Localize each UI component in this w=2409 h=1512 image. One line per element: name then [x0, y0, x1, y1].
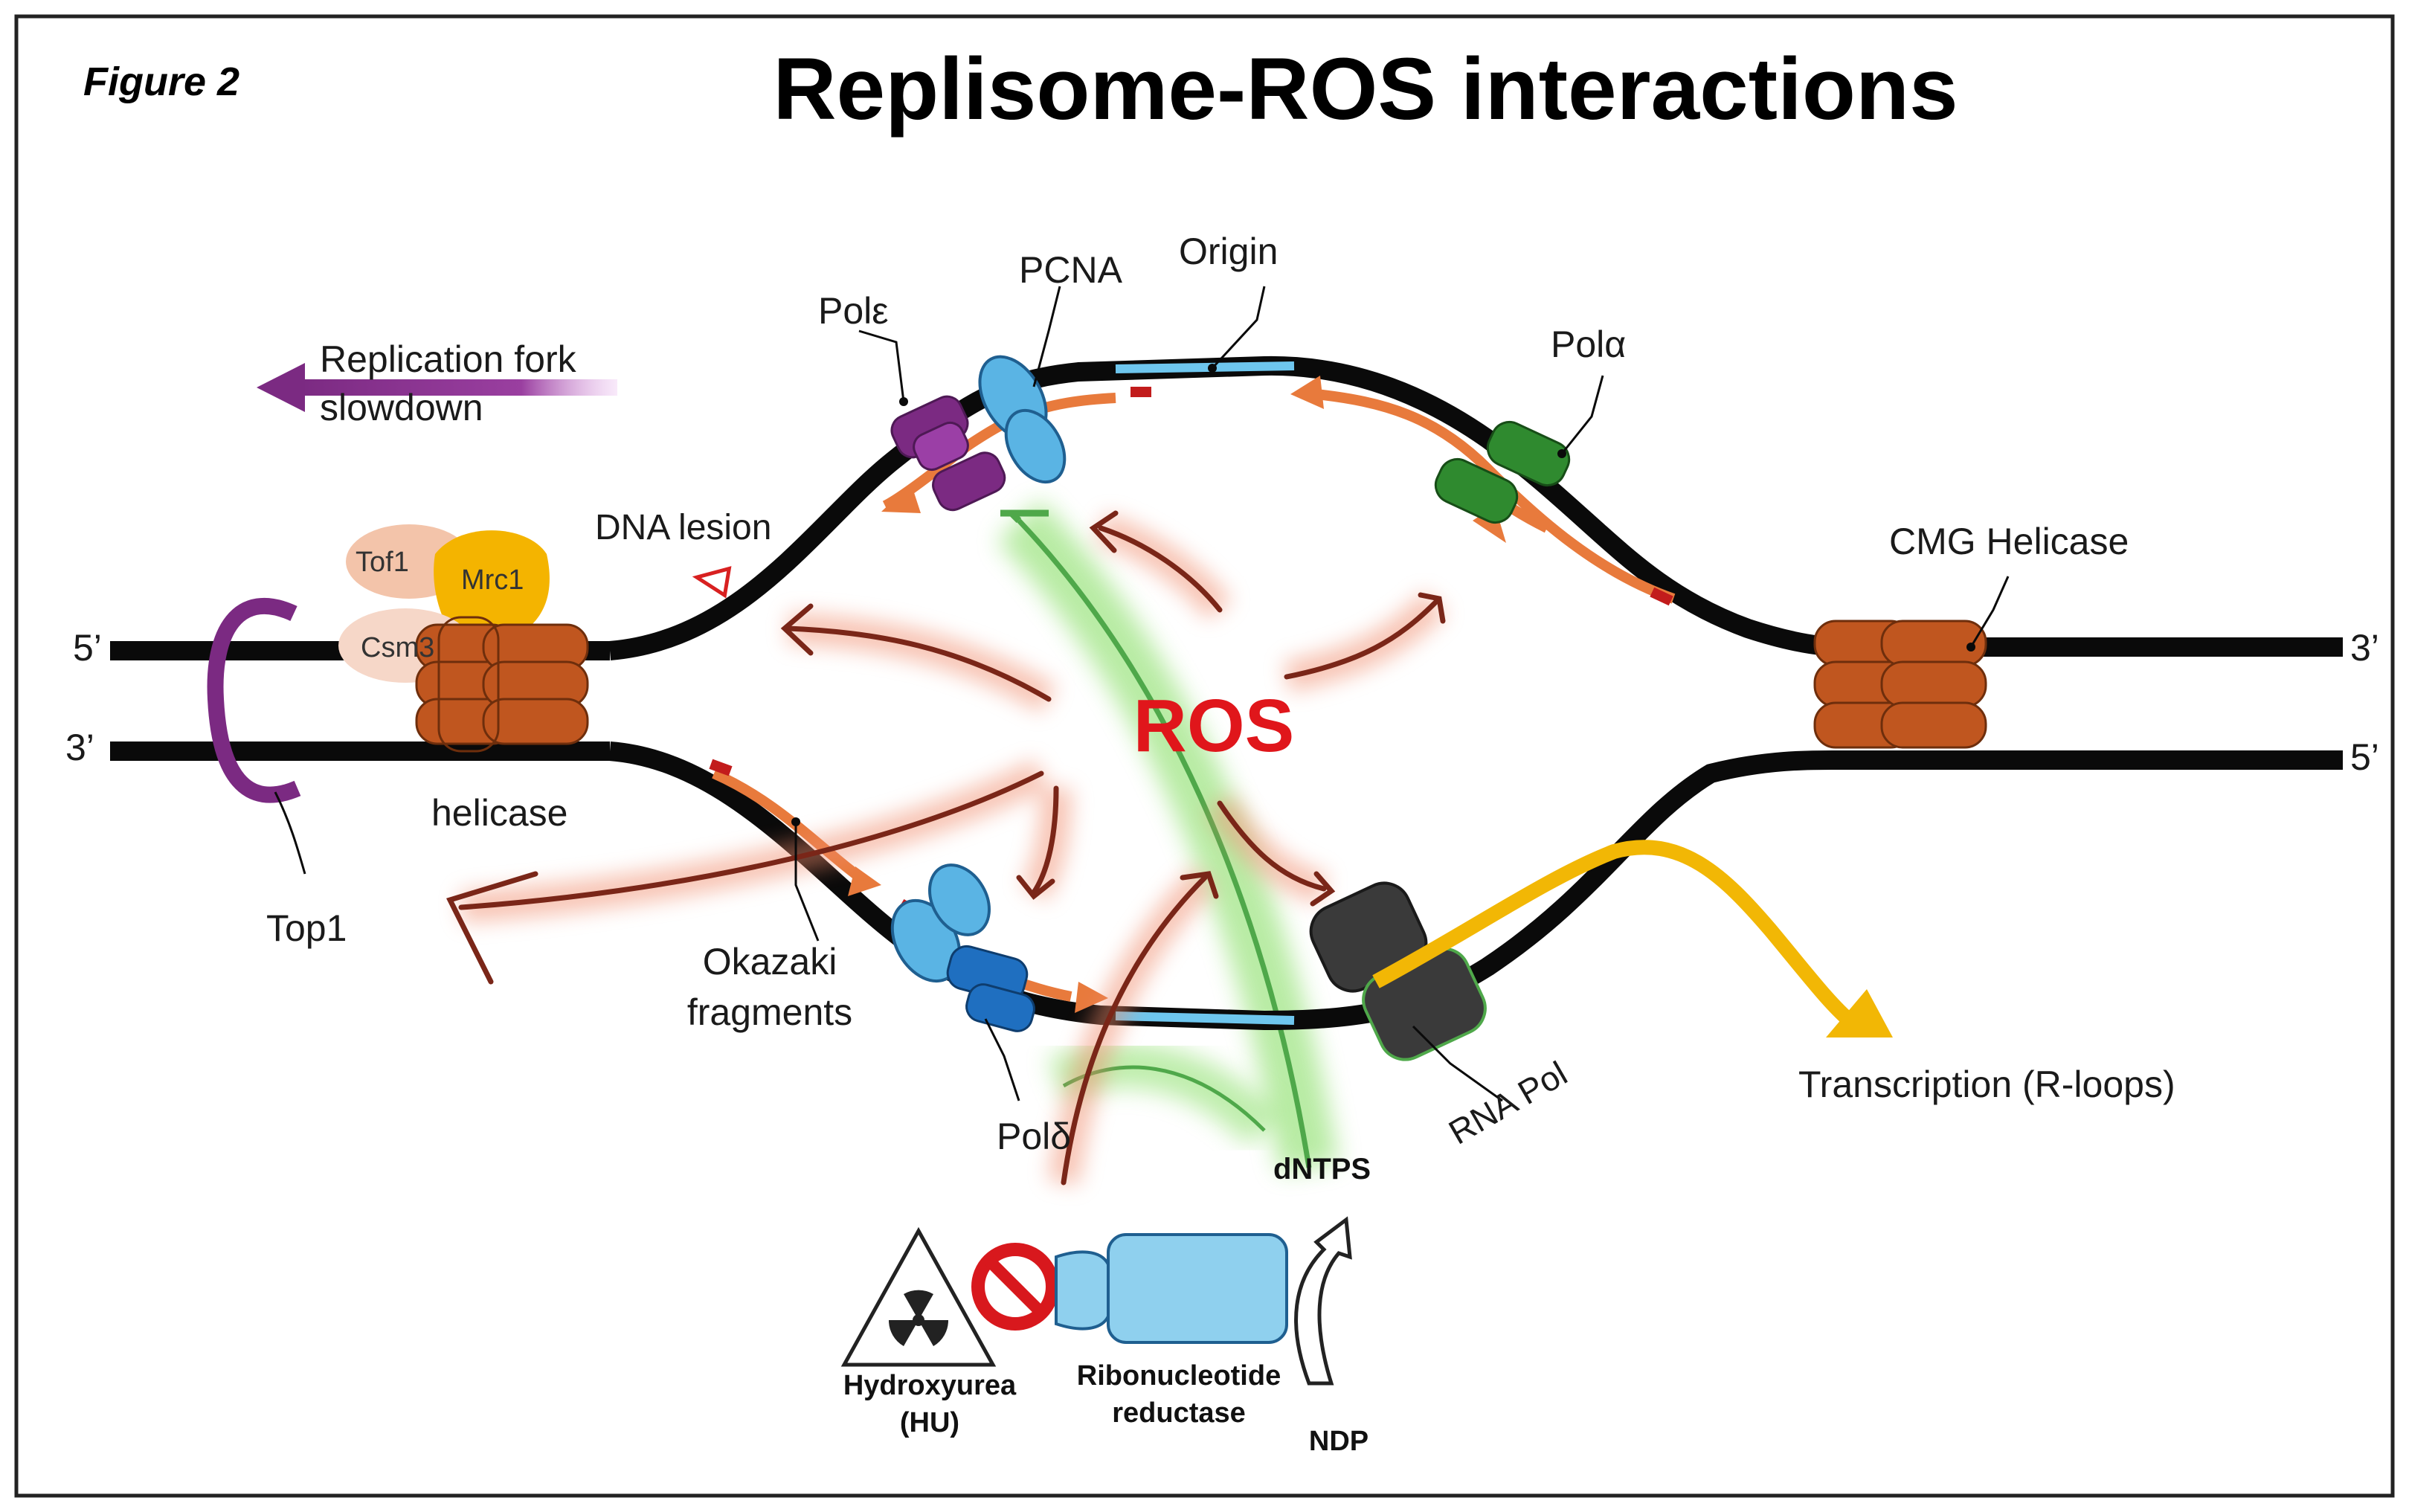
top1-label: Top1: [266, 907, 347, 949]
transcription-label: Transcription (R-loops): [1798, 1064, 2175, 1105]
slowdown-label-2: slowdown: [320, 387, 483, 428]
dot: [1557, 449, 1566, 458]
strand-end-right-top: 3’: [2350, 627, 2379, 669]
csm3-label: Csm3: [361, 632, 434, 663]
dot: [1208, 364, 1217, 373]
cmg-helicase-label: CMG Helicase: [1889, 521, 2129, 562]
pcna-label: PCNA: [1019, 249, 1123, 291]
origin-label: Origin: [1179, 231, 1278, 272]
figure-label: Figure 2: [83, 59, 239, 104]
slowdown-arrow: [257, 363, 617, 412]
slowdown-label-1: Replication fork: [320, 338, 577, 380]
mrc1-shape: [434, 530, 550, 625]
strand-end-left-bottom: 3’: [65, 727, 94, 768]
ndp-label: NDP: [1309, 1426, 1368, 1457]
mrc1-label: Mrc1: [461, 564, 524, 596]
dna-lesion-icon: [692, 566, 732, 599]
dntps-label: dNTPS: [1273, 1153, 1371, 1186]
okazaki-label-2: fragments: [687, 991, 852, 1033]
ros-arrows: [446, 510, 1447, 1186]
rnr-label-1: Ribonucleotide: [1077, 1360, 1281, 1392]
pol-alpha-label: Polα: [1551, 324, 1626, 365]
rnr-shape: [1107, 1233, 1288, 1344]
ndp-arrow-icon: [1294, 1216, 1352, 1386]
okazaki-label-1: Okazaki: [703, 941, 837, 982]
left-helicase-shape: [415, 616, 589, 753]
helicase-label: helicase: [431, 792, 567, 834]
dot: [791, 817, 800, 826]
labels: Replication fork slowdown DNA lesion Tof…: [65, 231, 2379, 1457]
pol-epsilon-label: Polε: [818, 290, 889, 332]
page-title: Replisome-ROS interactions: [773, 40, 1958, 138]
dot: [899, 397, 908, 406]
cmg-helicase-shape: [1813, 620, 1987, 749]
dot: [1966, 643, 1975, 652]
pol-epsilon-shape: [890, 395, 1006, 512]
top1-ring: [207, 597, 306, 875]
pol-delta-shape: [946, 945, 1035, 1032]
pol-alpha-shape: [1434, 420, 1571, 524]
leader-lines: [794, 286, 2010, 1102]
hu-label-1: Hydroxyurea: [843, 1370, 1017, 1401]
transcription-arrow: [1372, 840, 1893, 1038]
hu-rnr-panel: [840, 1216, 1352, 1386]
hu-label-2: (HU): [900, 1407, 959, 1438]
ros-label: ROS: [1133, 684, 1295, 768]
radiation-icon: [888, 1290, 949, 1346]
pol-delta-label: Polδ: [997, 1116, 1071, 1157]
tof1-label: Tof1: [356, 547, 409, 578]
strand-end-right-bottom: 5’: [2350, 736, 2379, 778]
pcna-shape: [978, 355, 1067, 484]
rnr-label-2: reductase: [1112, 1397, 1246, 1429]
strand-end-left-top: 5’: [73, 627, 102, 669]
dna-lesion-label: DNA lesion: [595, 508, 771, 547]
pcna-bottom-shape: [890, 863, 991, 983]
